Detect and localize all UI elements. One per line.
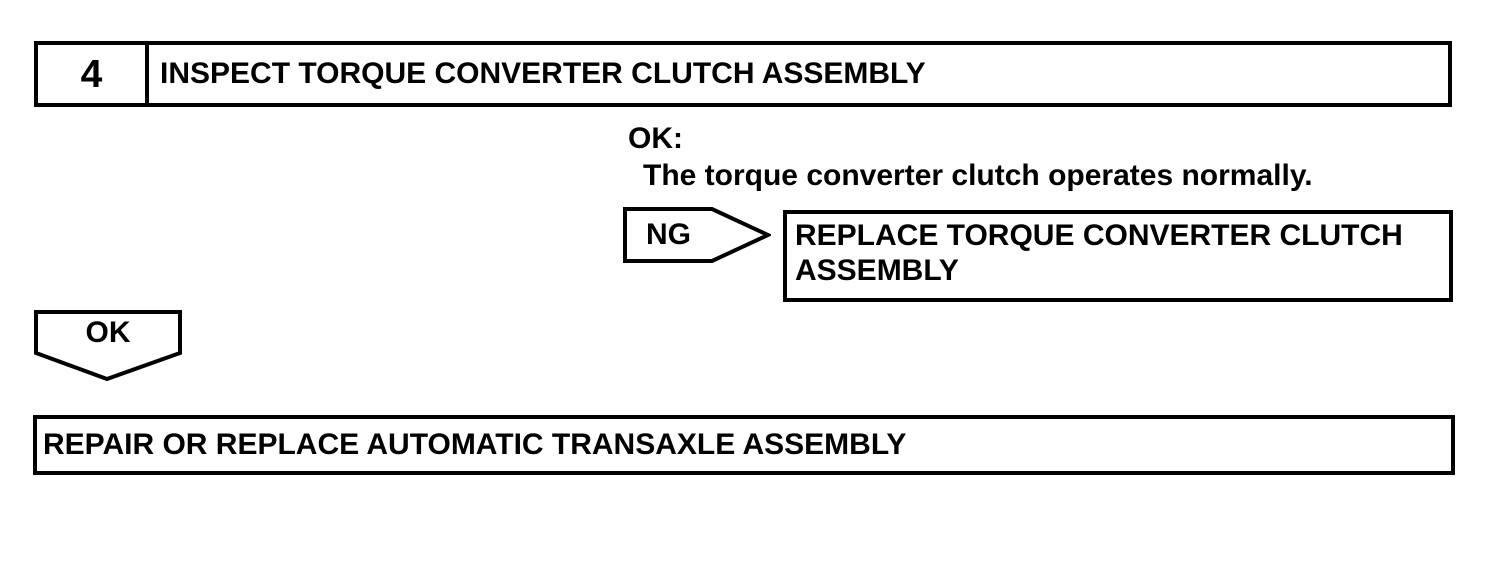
ng-action-box: REPLACE TORQUE CONVERTER CLUTCH ASSEMBLY <box>783 210 1453 302</box>
ok-arrow-icon <box>34 310 182 382</box>
step-title: INSPECT TORQUE CONVERTER CLUTCH ASSEMBLY <box>160 57 926 90</box>
step-header-box: 4 INSPECT TORQUE CONVERTER CLUTCH ASSEMB… <box>34 41 1452 107</box>
ng-connector-label: NG <box>646 218 691 251</box>
final-action-label: REPAIR OR REPLACE AUTOMATIC TRANSAXLE AS… <box>43 428 907 461</box>
ng-arrow-icon <box>623 207 771 263</box>
ok-criteria-label: OK: <box>628 122 683 155</box>
ok-connector-label: OK <box>85 316 131 349</box>
ok-connector: OK <box>34 310 182 382</box>
final-action-box: REPAIR OR REPLACE AUTOMATIC TRANSAXLE AS… <box>33 415 1455 475</box>
step-number: 4 <box>38 45 149 103</box>
ng-action-label: REPLACE TORQUE CONVERTER CLUTCH ASSEMBLY <box>795 219 1403 287</box>
ok-criteria-description: The torque converter clutch operates nor… <box>643 159 1313 192</box>
ng-connector: NG <box>623 207 771 263</box>
